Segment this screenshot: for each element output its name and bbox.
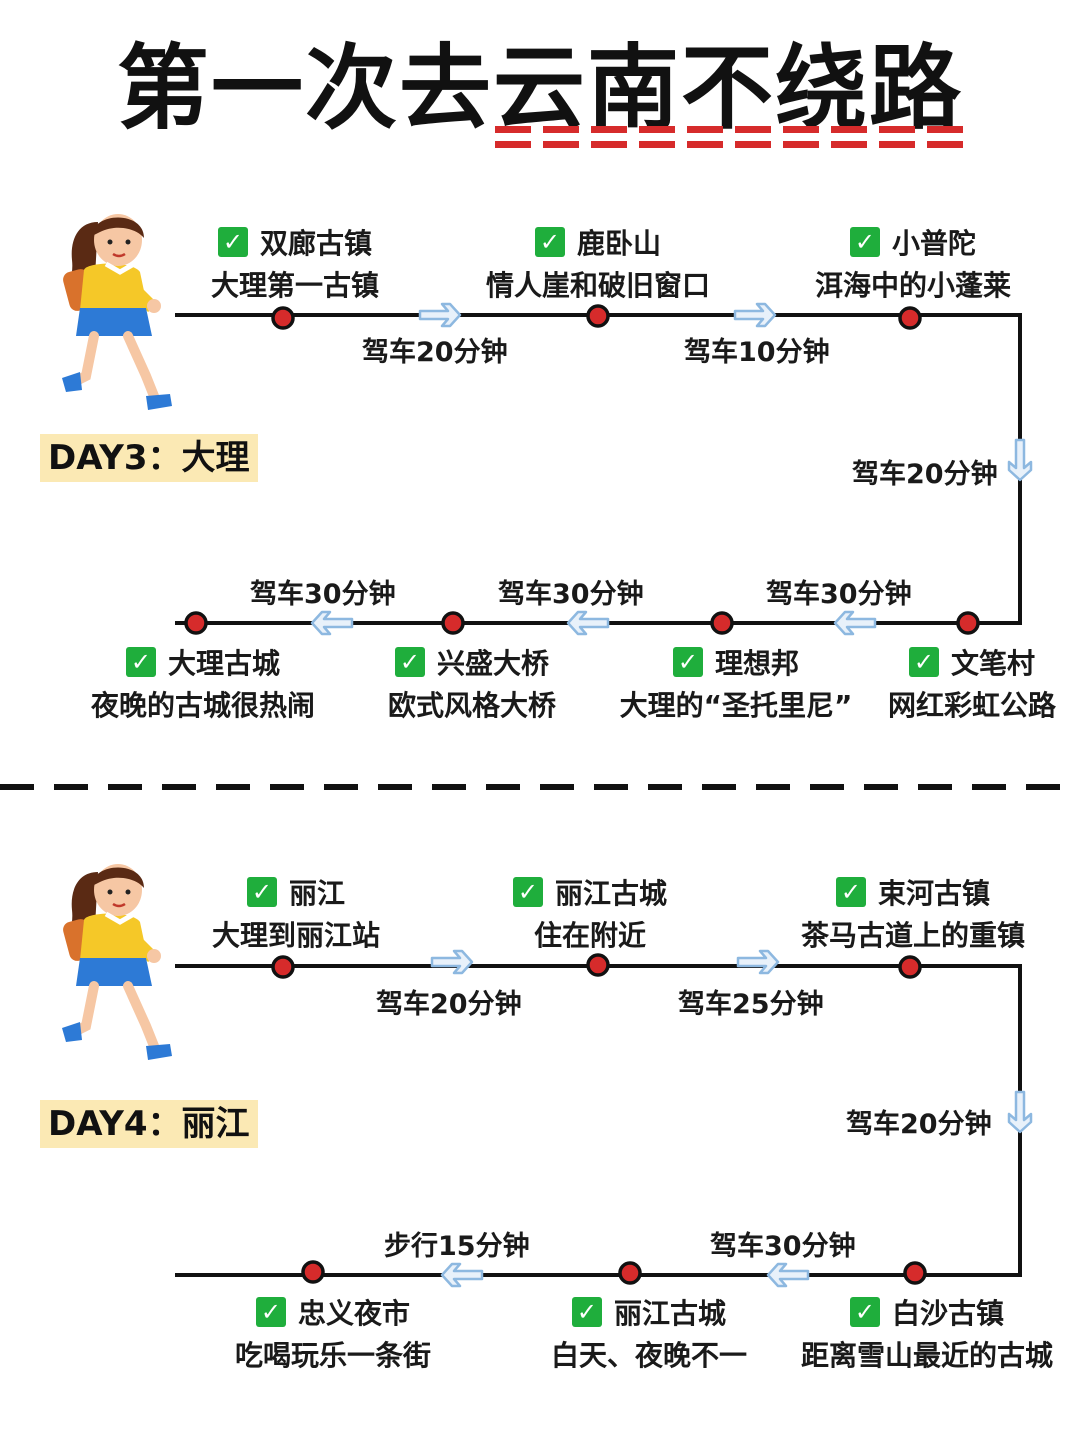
travel-time: 驾车30分钟 — [710, 1231, 856, 1262]
check-square-icon: ✓ — [255, 1297, 286, 1327]
stop-desc: 吃喝玩乐一条街 — [234, 1339, 431, 1372]
stop-desc: 夜晚的古城很热闹 — [90, 689, 315, 722]
stop-desc: 欧式风格大桥 — [387, 689, 556, 722]
stop-name: 束河古镇 — [877, 877, 990, 910]
check-square-icon: ✓ — [908, 647, 939, 677]
walking-girl-illustration — [62, 864, 172, 1060]
travel-time: 驾车20分钟 — [846, 1109, 992, 1140]
stop-marker — [441, 611, 465, 635]
stop-marker — [271, 306, 295, 330]
title-underline-decoration — [495, 126, 975, 150]
page-title: 第一次去云南不绕路 — [116, 35, 963, 142]
stop-name: 丽江 — [288, 877, 345, 910]
stop-name: 大理古城 — [167, 647, 280, 680]
stop-baisha: ✓ 白沙古镇 距离雪山最近的古城 — [786, 1292, 1068, 1376]
stop-marker — [898, 955, 922, 979]
stop-lixiangbang: ✓ 理想邦 大理的“圣托里尼” — [600, 642, 872, 726]
stop-marker — [956, 611, 980, 635]
stop-marker — [898, 306, 922, 330]
travel-time: 驾车20分钟 — [362, 337, 508, 368]
stop-name: 小普陀 — [891, 227, 976, 260]
day4-label: DAY4：丽江 — [40, 1100, 258, 1148]
arrow-right-icon — [418, 302, 462, 328]
arrow-right-icon — [733, 302, 777, 328]
travel-time: 驾车20分钟 — [376, 989, 522, 1020]
stop-desc: 大理的“圣托里尼” — [619, 689, 853, 722]
travel-time: 驾车30分钟 — [250, 579, 396, 610]
stop-marker — [586, 953, 610, 977]
stop-desc: 茶马古道上的重镇 — [800, 919, 1025, 952]
arrow-left-icon — [310, 610, 354, 636]
travel-time: 驾车30分钟 — [766, 579, 912, 610]
stop-marker — [184, 611, 208, 635]
check-square-icon: ✓ — [534, 227, 565, 257]
check-square-icon: ✓ — [246, 877, 277, 907]
stop-xiaoputuo: ✓ 小普陀 洱海中的小蓬莱 — [800, 222, 1026, 306]
check-square-icon: ✓ — [217, 227, 248, 257]
check-square-icon: ✓ — [512, 877, 543, 907]
stop-lijiang: ✓ 丽江 大理到丽江站 — [196, 872, 396, 956]
stop-desc: 洱海中的小蓬莱 — [814, 269, 1011, 302]
stop-desc: 住在附近 — [533, 919, 646, 952]
check-square-icon: ✓ — [571, 1297, 602, 1327]
stop-lijiang-old-town: ✓ 丽江古城 住在附近 — [490, 872, 690, 956]
stop-name: 兴盛大桥 — [436, 647, 549, 680]
check-square-icon: ✓ — [849, 1297, 880, 1327]
section-divider — [0, 784, 1080, 790]
check-square-icon: ✓ — [394, 647, 425, 677]
stop-luwoshan: ✓ 鹿卧山 情人崖和破旧窗口 — [470, 222, 726, 306]
travel-time: 驾车10分钟 — [684, 337, 830, 368]
stop-name: 鹿卧山 — [576, 227, 661, 260]
check-square-icon: ✓ — [835, 877, 866, 907]
stop-desc: 网红彩虹公路 — [887, 689, 1056, 722]
stop-marker — [710, 611, 734, 635]
walking-girl-illustration — [62, 214, 172, 410]
stop-marker — [271, 955, 295, 979]
stop-desc: 大理第一古镇 — [210, 269, 379, 302]
stop-marker — [618, 1261, 642, 1285]
stop-dali-old-town: ✓ 大理古城 夜晚的古城很热闹 — [72, 642, 334, 726]
check-square-icon: ✓ — [672, 647, 703, 677]
travel-time: 驾车30分钟 — [498, 579, 644, 610]
arrow-down-icon — [1007, 438, 1033, 482]
stop-desc: 白天、夜晚不一 — [550, 1339, 747, 1372]
stop-shuanglang: ✓ 双廊古镇 大理第一古镇 — [190, 222, 400, 306]
stop-name: 忠义夜市 — [297, 1297, 410, 1330]
stop-shuhe: ✓ 束河古镇 茶马古道上的重镇 — [782, 872, 1044, 956]
stop-name: 文笔村 — [950, 647, 1035, 680]
check-square-icon: ✓ — [125, 647, 156, 677]
stop-name: 理想邦 — [714, 647, 799, 680]
arrow-left-icon — [833, 610, 877, 636]
stop-xingsheng-bridge: ✓ 兴盛大桥 欧式风格大桥 — [370, 642, 574, 726]
arrow-right-icon — [736, 949, 780, 975]
stop-wenbicun: ✓ 文笔村 网红彩虹公路 — [872, 642, 1072, 726]
stop-marker — [586, 304, 610, 328]
arrow-left-icon — [766, 1262, 810, 1288]
travel-time: 步行15分钟 — [384, 1231, 530, 1262]
travel-time: 驾车25分钟 — [678, 989, 824, 1020]
travel-time: 驾车20分钟 — [852, 459, 998, 490]
stop-marker — [903, 1261, 927, 1285]
stop-desc: 情人崖和破旧窗口 — [485, 269, 710, 302]
day3-label: DAY3：大理 — [40, 434, 258, 482]
stop-name: 白沙古镇 — [891, 1297, 1004, 1330]
arrow-left-icon — [440, 1262, 484, 1288]
stop-desc: 距离雪山最近的古城 — [800, 1339, 1053, 1372]
check-square-icon: ✓ — [849, 227, 880, 257]
stop-marker — [301, 1260, 325, 1284]
stop-desc: 大理到丽江站 — [211, 919, 380, 952]
arrow-left-icon — [566, 610, 610, 636]
arrow-right-icon — [430, 949, 474, 975]
arrow-down-icon — [1007, 1090, 1033, 1134]
stop-name: 双廊古镇 — [259, 227, 372, 260]
stop-name: 丽江古城 — [554, 877, 667, 910]
stop-name: 丽江古城 — [613, 1297, 726, 1330]
stop-lijiang-old-town-2: ✓ 丽江古城 白天、夜晚不一 — [536, 1292, 762, 1376]
stop-zhongyi-night-market: ✓ 忠义夜市 吃喝玩乐一条街 — [220, 1292, 446, 1376]
